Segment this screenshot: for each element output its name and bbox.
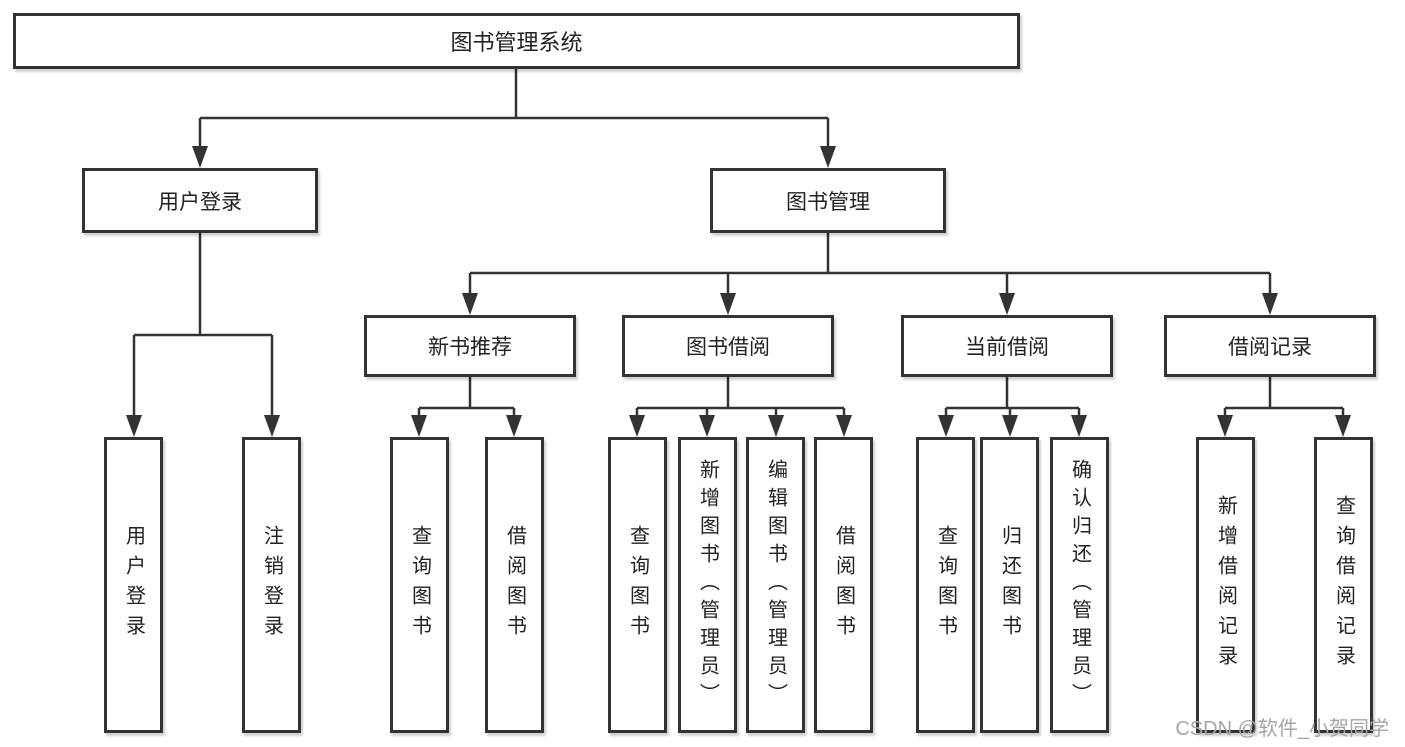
arrowhead — [699, 415, 715, 437]
arrowhead — [411, 415, 427, 437]
arrowhead — [264, 415, 280, 437]
node-current-borrow: 当前借阅 — [901, 315, 1113, 377]
leaf-book-borrow-0: 查询图书 — [608, 437, 667, 733]
arrowhead — [1217, 415, 1233, 437]
leaf-book-borrow-3: 借阅图书 — [814, 437, 873, 733]
arrowhead — [720, 293, 736, 315]
node-new-book-recommend: 新书推荐 — [364, 315, 576, 377]
leaf-current-borrow-1: 归还图书 — [980, 437, 1039, 733]
arrowhead — [820, 146, 836, 168]
csdn-watermark: CSDN @软件_小贺同学 — [1175, 718, 1389, 740]
node-book-borrow: 图书借阅 — [622, 315, 834, 377]
connector-leaf-drops — [417, 408, 1345, 418]
node-book-management: 图书管理 — [710, 168, 946, 233]
leaf-current-borrow-0: 查询图书 — [916, 437, 975, 733]
node-library-system: 图书管理系统 — [13, 13, 1020, 69]
leaf-current-borrow-2: 确认归还（管理员） — [1050, 437, 1109, 733]
leaf-new-book-recommend-0: 查询图书 — [390, 437, 449, 733]
leaf-user-login-0: 用户登录 — [104, 437, 163, 733]
node-user-login: 用户登录 — [82, 168, 318, 233]
arrowhead — [836, 415, 852, 437]
leaf-user-login-1: 注销登录 — [242, 437, 301, 733]
leaf-book-borrow-2: 编辑图书（管理员） — [746, 437, 805, 733]
arrowhead — [999, 293, 1015, 315]
connector-root-rail — [198, 69, 830, 148]
arrowhead — [1002, 415, 1018, 437]
arrowhead — [462, 293, 478, 315]
connector-module-stems — [468, 377, 1272, 408]
leaf-borrow-records-0: 新增借阅记录 — [1196, 437, 1255, 733]
arrowhead — [938, 415, 954, 437]
arrowhead — [629, 415, 645, 437]
connector-book-mgmt-rail — [468, 233, 1272, 295]
arrowhead — [192, 146, 208, 168]
arrowhead — [506, 415, 522, 437]
arrowhead — [1071, 415, 1087, 437]
arrowhead — [1262, 293, 1278, 315]
arrowhead — [768, 415, 784, 437]
connector-user-login-rail — [132, 233, 274, 418]
arrowhead — [126, 415, 142, 437]
leaf-new-book-recommend-1: 借阅图书 — [485, 437, 544, 733]
arrowhead — [1335, 415, 1351, 437]
node-borrow-records: 借阅记录 — [1164, 315, 1376, 377]
leaf-book-borrow-1: 新增图书（管理员） — [678, 437, 737, 733]
leaf-borrow-records-1: 查询借阅记录 — [1314, 437, 1373, 733]
